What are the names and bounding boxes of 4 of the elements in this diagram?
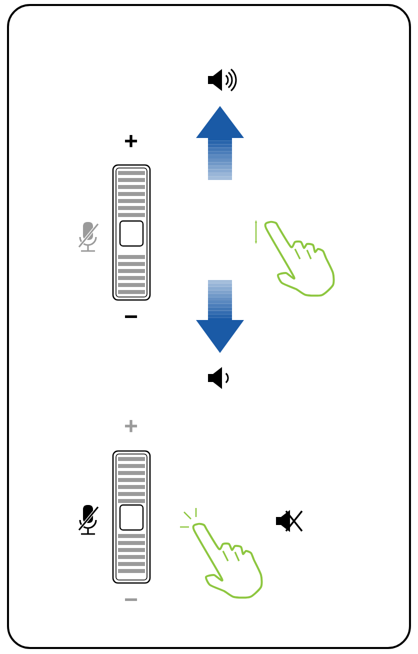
sign-label: −: [125, 598, 138, 601]
sign-label: +: [125, 134, 138, 148]
sign-label: +: [125, 420, 138, 432]
sign-label: −: [125, 315, 138, 318]
